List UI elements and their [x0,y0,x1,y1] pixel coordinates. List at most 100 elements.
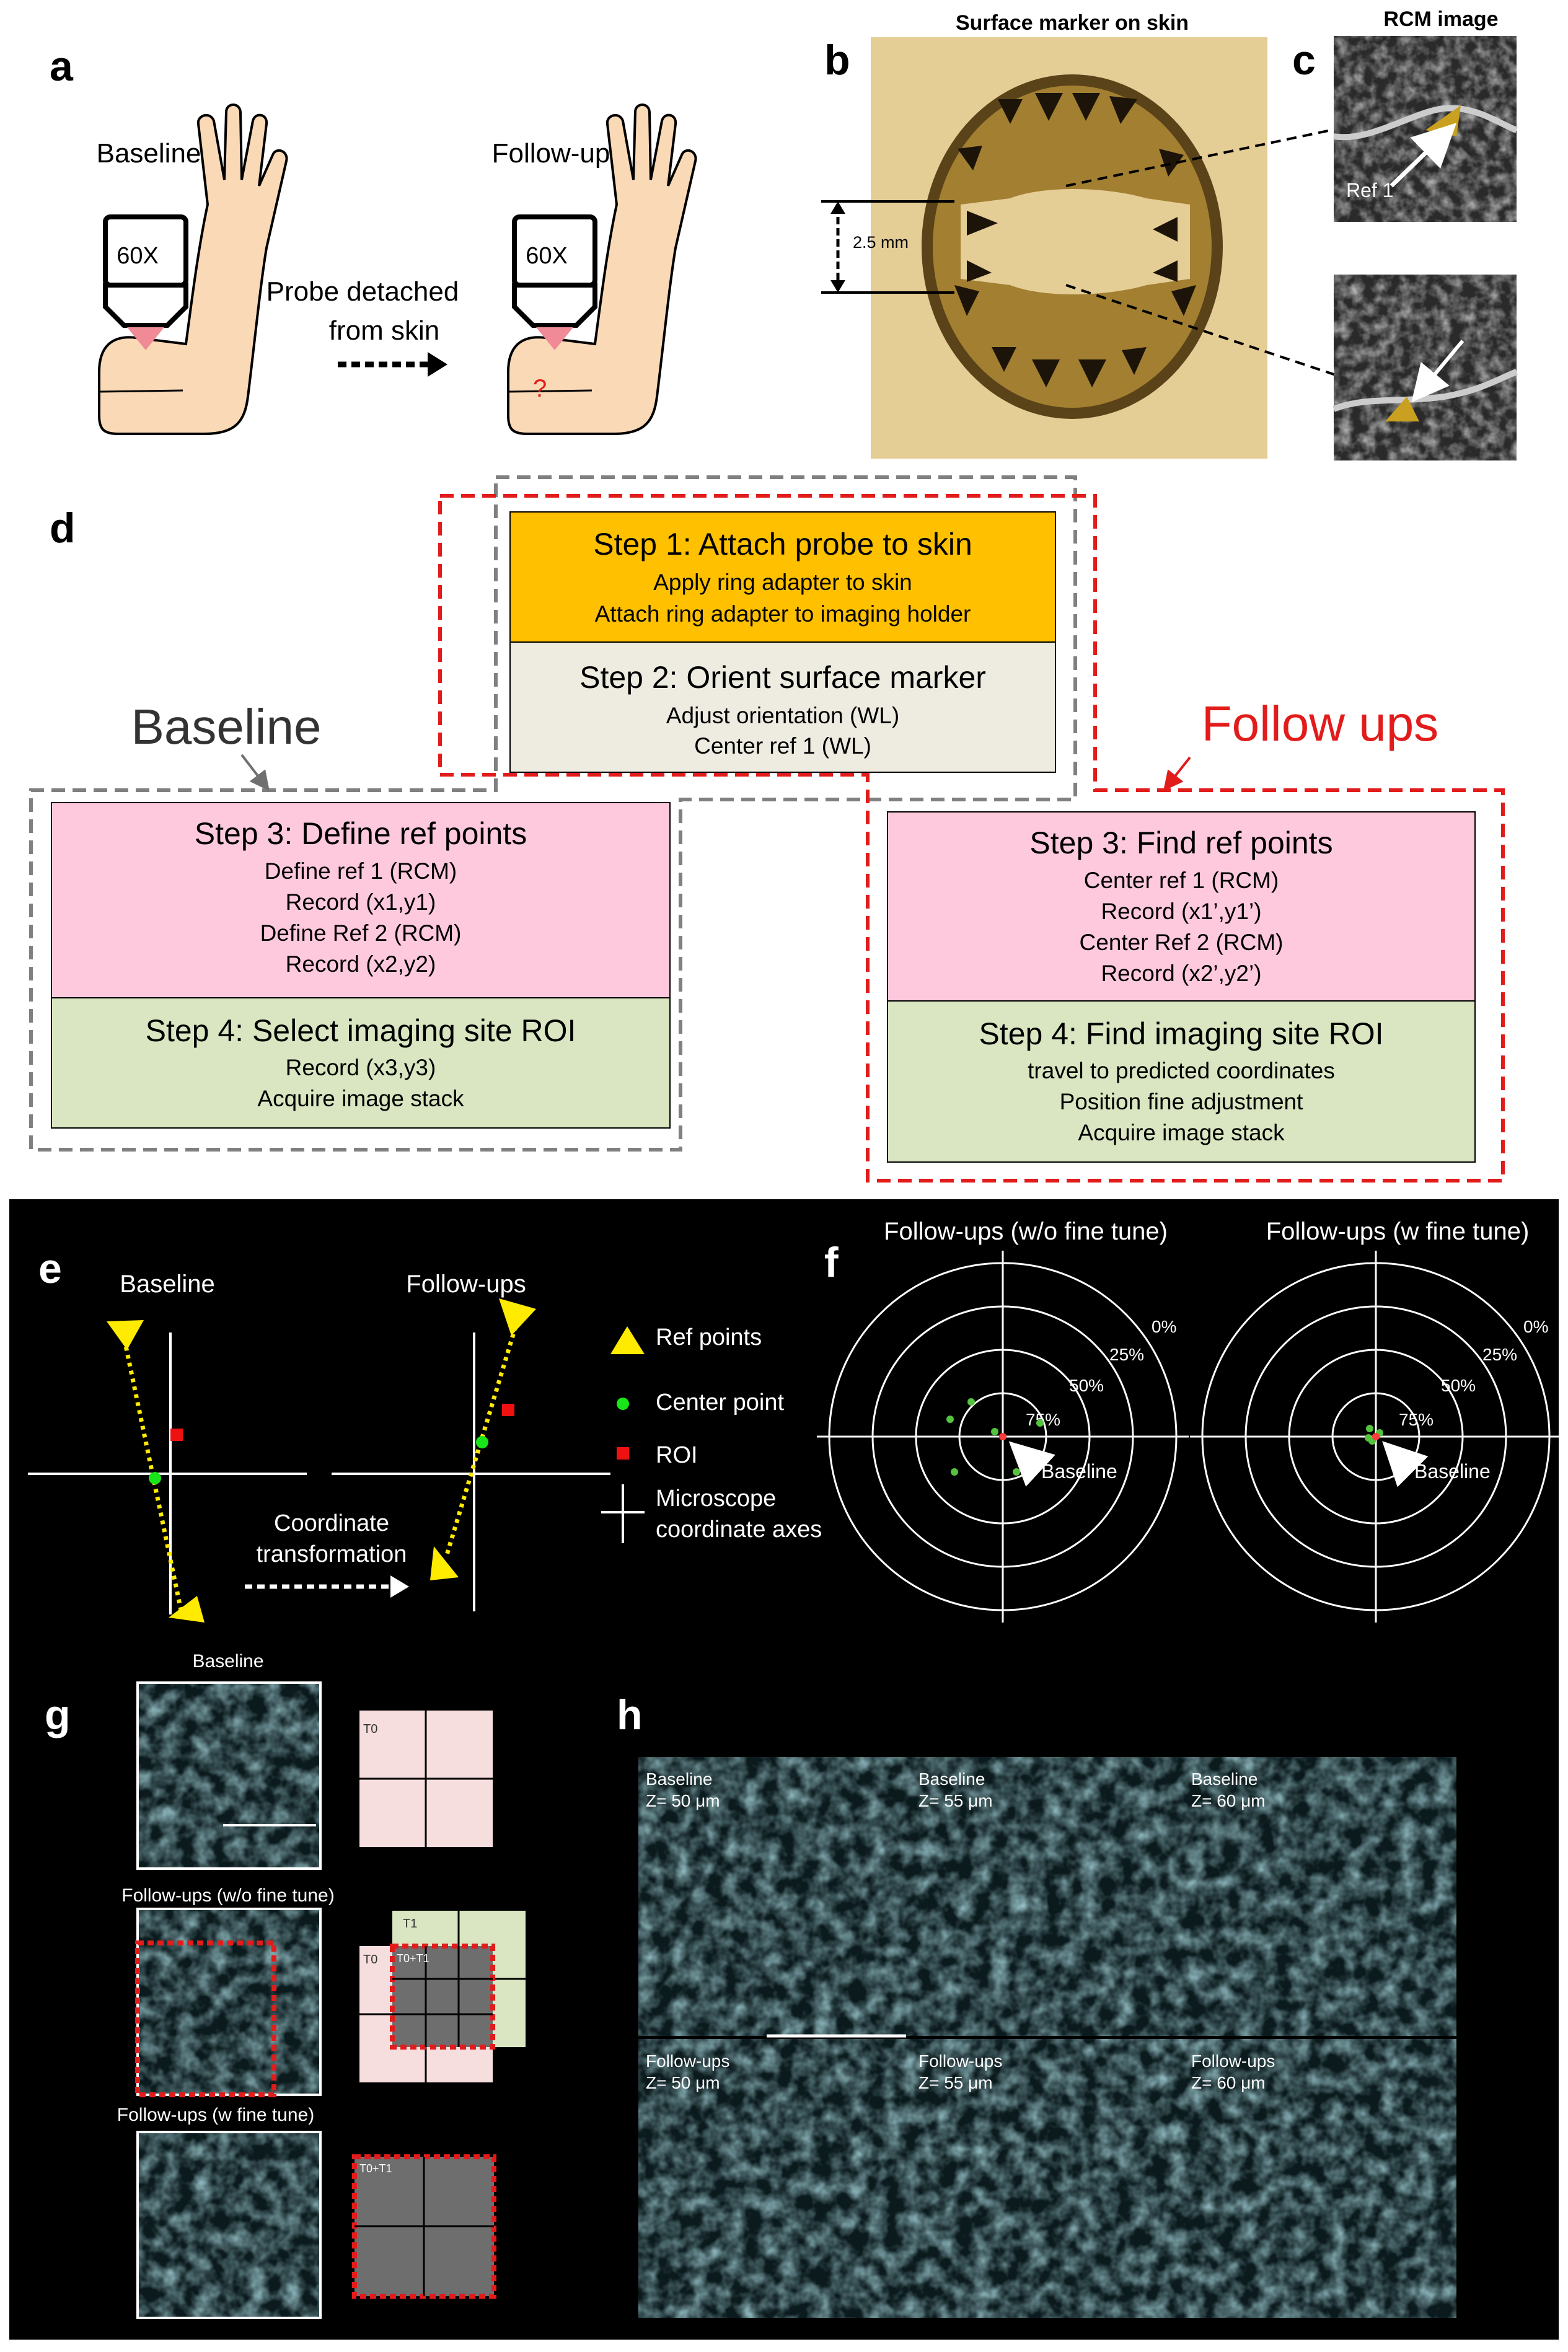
baseline-step4-line1: Record (x3,y3) [286,1055,436,1080]
followup-step4-title: Step 4: Find imaging site ROI [979,1016,1383,1051]
ref1-label: Ref 1 [1346,179,1393,201]
probe-detached-line1: Probe detached [266,276,459,307]
followup-step3-line3: Center Ref 2 (RCM) [1080,930,1284,955]
polar-right-baseline-label: Baseline [1414,1460,1491,1482]
followup-step4-box [887,1000,1476,1163]
marker-teeth [954,93,1196,387]
ref-triangle-bottom [1385,397,1419,421]
followup-step3-box [887,811,1476,1002]
polar-left-ring-0: 0% [1152,1317,1176,1336]
h-label-followups-1: Follow-ups [646,2051,729,2071]
question-mark: ? [533,375,547,402]
t0t1-label-1: T0+T1 [397,1952,429,1965]
h-label-followups-3: Follow-ups [1191,2051,1275,2071]
panel-c-title: RCM image [1383,7,1498,31]
polar-left-baseline-label: Baseline [1041,1460,1117,1482]
legend-axes-label-line2: coordinate axes [656,1517,822,1543]
panel-f: f Follow-ups (w/o fine tune) Follow-ups … [817,1218,1562,1623]
scale-label: 2.5 mm [853,233,909,252]
legend-center-label: Center point [656,1390,784,1416]
baseline-step3-title: Step 3: Define ref points [195,816,527,851]
panel-g-baseline-label: Baseline [192,1651,263,1672]
panel-letter-h: h [617,1691,643,1738]
h-label-z50-1: Z= 50 μm [646,1791,720,1810]
transform-line2: transformation [257,1541,407,1567]
polar-left-ring-75: 75% [1026,1410,1060,1429]
baseline-roi [170,1429,183,1441]
h-label-z55-1: Z= 55 μm [918,1791,993,1810]
polar-right-ring-50: 50% [1441,1376,1476,1395]
panel-e-baseline-label: Baseline [120,1271,214,1298]
legend-roi-label: ROI [656,1442,698,1468]
h-label-z55-2: Z= 55 μm [918,2073,993,2092]
step2-box [509,641,1056,773]
t0-label-2: T0 [363,1953,377,1967]
h-label-followups-2: Follow-ups [918,2051,1002,2071]
panel-b-title: Surface marker on skin [956,11,1189,35]
h-label-baseline-2: Baseline [918,1769,985,1789]
panel-a-followups-label: Follow-ups [492,138,624,169]
polar-plot-right: 0% 25% 50% 75% Baseline [1190,1251,1562,1623]
followup-step3-line1: Center ref 1 (RCM) [1084,868,1279,893]
followup-arm-illustration: 60X ? [507,104,697,435]
followup-step3-title: Step 3: Find ref points [1029,826,1332,860]
legend-ref-icon [610,1326,645,1354]
baseline-step4-line2: Acquire image stack [257,1086,464,1111]
baseline-workflow-label: Baseline [131,699,322,754]
t1-label: T1 [403,1917,417,1931]
transform-line1: Coordinate [274,1510,389,1536]
followup-ref-point-top [499,1298,536,1336]
h-label-z60-1: Z= 60 μm [1191,1791,1266,1810]
polar-right-ring-25: 25% [1482,1345,1517,1364]
followup-step4-line1: travel to predicted coordinates [1028,1058,1335,1083]
polar-right-ring-0: 0% [1523,1317,1548,1336]
panel-a-baseline-label: Baseline [97,138,201,169]
leader-line-top [1065,110,1420,187]
legend-center-icon [617,1398,629,1410]
panel-g-wo-fine-label: Follow-ups (w/o fine tune) [121,1885,334,1906]
objective-label-followup: 60X [526,243,568,269]
baseline-step4-title: Step 4: Select imaging site ROI [146,1013,576,1048]
baseline-workflow-outline [29,475,1077,1152]
polar-left-ring-50: 50% [1069,1376,1104,1395]
h-label-z60-2: Z= 60 μm [1191,2073,1266,2092]
step1-line2: Attach ring adapter to imaging holder [595,601,971,627]
baseline-center-point [149,1472,161,1484]
baseline-arm-illustration: 60X [98,104,288,435]
panel-letter-c: c [1292,37,1316,84]
panel-letter-a: a [50,43,74,90]
followup-step3-line2: Record (x1’,y1’) [1101,899,1261,924]
polar-right-ring-75: 75% [1399,1410,1434,1429]
panel-d: d Step 1: Attach probe to skin Apply rin… [29,475,1505,1183]
h-image-grid [638,1757,1456,2318]
panel-a: a Baseline Follow-ups 60X Probe detached… [50,43,697,435]
followup-step3-line4: Record (x2’,y2’) [1101,961,1261,986]
baseline-step3-box [51,802,671,998]
baseline-step4-box [51,997,671,1129]
panel-c: c RCM image Ref 1 [1292,7,1518,460]
wo-fine-overlap-box [135,1940,276,2097]
t0t1-overlap-region [390,1944,495,2050]
h-label-baseline-1: Baseline [646,1769,712,1789]
followups-workflow-label: Follow ups [1202,696,1438,751]
panel-h: h Baseline Z= 50 μm Baseline Z= 55 μm Ba… [617,1691,1456,2318]
step1-box [509,511,1056,643]
panel-g-w-fine-label: Follow-ups (w fine tune) [117,2105,314,2125]
followup-ref-point-bottom [430,1546,459,1580]
baseline-step3-line4: Record (x2,y2) [286,951,436,977]
legend-axes-label-line1: Microscope [656,1486,776,1512]
h-label-baseline-3: Baseline [1191,1769,1257,1789]
legend-roi-icon [617,1447,629,1460]
baseline-step3-line1: Define ref 1 (RCM) [265,858,457,884]
polar-left-ring-25: 25% [1109,1345,1144,1364]
step2-line2: Center ref 1 (WL) [694,733,871,759]
step1-line1: Apply ring adapter to skin [653,570,912,595]
t0t1-label-2: T0+T1 [359,2162,392,2175]
panel-g: g Baseline T0 Follow-ups (w/o fine tune)… [45,1651,526,2319]
polar-right-title: Follow-ups (w fine tune) [1266,1218,1530,1245]
baseline-step3-line2: Record (x1,y1) [286,889,436,915]
followup-step4-line3: Acquire image stack [1078,1120,1285,1145]
baseline-step3-line3: Define Ref 2 (RCM) [260,920,462,946]
step2-title: Step 2: Orient surface marker [579,660,986,695]
step1-title: Step 1: Attach probe to skin [593,527,972,562]
